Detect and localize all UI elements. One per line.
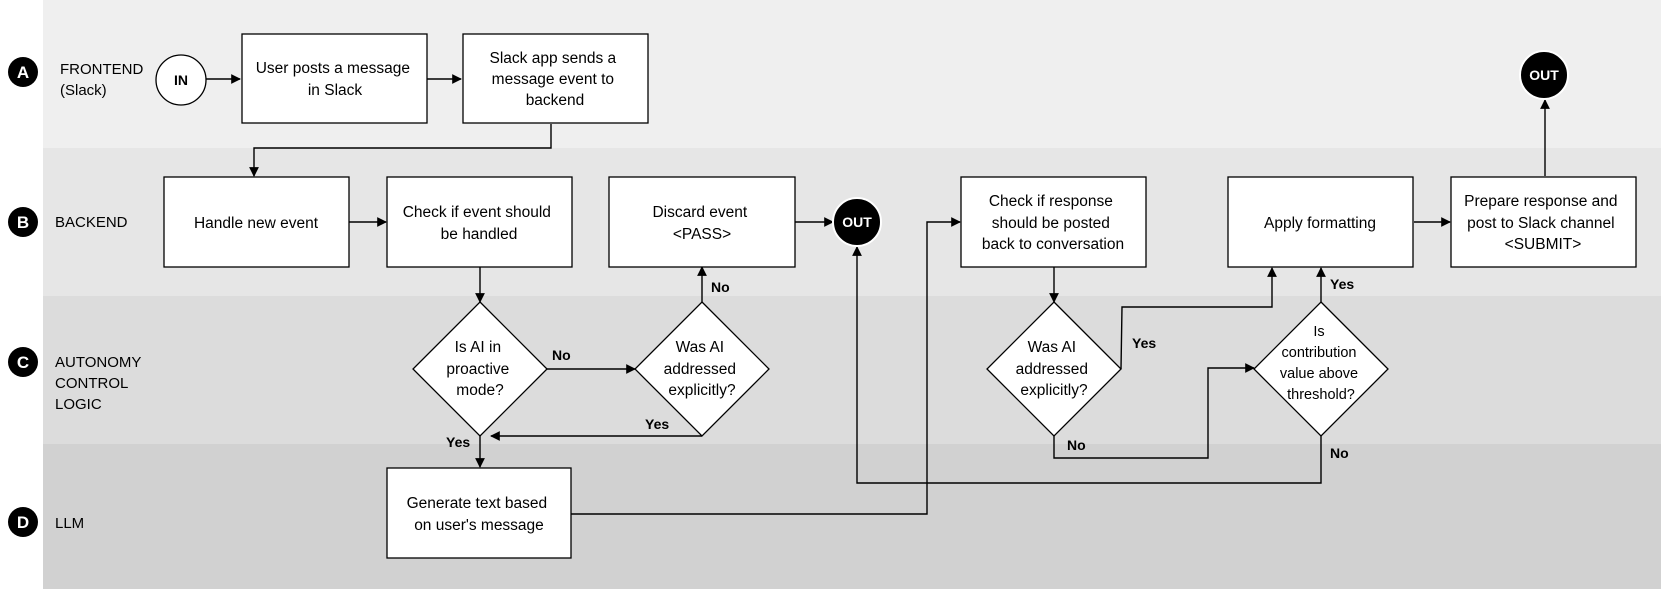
edges: [206, 74, 1550, 515]
lane-badge-d: D: [8, 507, 38, 537]
svg-text:Check if event should be: Check if event should be handled: [403, 204, 556, 243]
lane-llm-bg: [43, 444, 1661, 589]
svg-text:User posts a message in: User posts a message in Slack: [256, 60, 415, 99]
lane-badge-a: A: [8, 57, 38, 87]
svg-text:C: C: [17, 353, 29, 372]
svg-text:Discard event <PASS>: Discard event <PASS>: [652, 204, 751, 243]
process-slack-sends: Slack app sends a message event to backe…: [462, 33, 649, 124]
terminal-out-discard: OUT: [832, 197, 882, 247]
label-proactive-no: No: [552, 347, 571, 363]
svg-text:OUT: OUT: [1529, 67, 1559, 83]
svg-text:Was AI addressed e: Was AI addressed explicitly?: [1016, 339, 1093, 399]
edge-generate-to-check-response: [571, 217, 961, 515]
svg-text:B: B: [17, 213, 29, 232]
edge-addressed2-yes-to-formatting: [1120, 267, 1277, 370]
svg-text:Prepare response and pos: Prepare response and post to Slack chann…: [1464, 193, 1622, 253]
svg-text:Is contribution va: Is contribution value above threshold?: [1280, 324, 1362, 403]
label-addressed1-yes: Yes: [645, 416, 669, 432]
decision-addressed-1: Was AI addressed explicitly?: [634, 301, 770, 437]
decision-contribution: Is contribution value above threshold?: [1253, 301, 1389, 437]
terminal-out-submit: OUT: [1519, 50, 1569, 100]
svg-text:Slack app sends a messag: Slack app sends a message event to backe…: [490, 50, 621, 109]
process-handle-event: Handle new event: [163, 176, 350, 268]
lane-label-autonomy: AUTONOMY CONTROL LOGIC: [55, 354, 145, 413]
decision-proactive: Is AI in proactive mode?: [412, 301, 548, 437]
svg-text:Is AI in proactive: Is AI in proactive mode?: [446, 339, 513, 399]
lane-badge-b: B: [8, 207, 38, 237]
edge-addressed2-no-to-contribution: [1053, 363, 1255, 459]
lane-badge-c: C: [8, 347, 38, 377]
process-prepare-response: Prepare response and post to Slack chann…: [1450, 176, 1637, 268]
svg-text:A: A: [17, 63, 29, 82]
label-contribution-yes: Yes: [1330, 276, 1354, 292]
svg-text:IN: IN: [174, 72, 188, 88]
label-proactive-yes: Yes: [446, 434, 470, 450]
lane-label-llm: LLM: [55, 515, 84, 532]
lane-autonomy-bg: [43, 296, 1661, 444]
label-addressed2-no: No: [1067, 437, 1086, 453]
process-check-response: Check if response should be posted back …: [960, 176, 1147, 268]
lane-label-frontend: FRONTEND (Slack): [60, 61, 148, 99]
terminal-in: IN: [155, 54, 207, 106]
process-apply-formatting: Apply formatting: [1227, 176, 1414, 268]
process-user-posts: User posts a message in Slack: [241, 33, 428, 124]
svg-text:Generate text based on u: Generate text based on user's message: [407, 495, 552, 534]
svg-text:Apply formatting: Apply formatting: [1264, 215, 1376, 232]
process-check-handled: Check if event should be handled: [386, 176, 573, 268]
lane-label-backend: BACKEND: [55, 214, 128, 231]
decision-addressed-2: Was AI addressed explicitly?: [986, 301, 1122, 437]
process-discard-event: Discard event <PASS>: [608, 176, 796, 268]
svg-text:D: D: [17, 513, 29, 532]
label-addressed1-no: No: [711, 279, 730, 295]
svg-text:Handle new event: Handle new event: [194, 215, 319, 232]
label-contribution-no: No: [1330, 445, 1349, 461]
edge-contribution-no-to-out: [852, 246, 1322, 484]
label-addressed2-yes: Yes: [1132, 335, 1156, 351]
svg-text:Check if response should: Check if response should be posted back …: [982, 193, 1124, 253]
process-generate-text: Generate text based on user's message: [386, 467, 572, 559]
svg-text:Was AI addressed e: Was AI addressed explicitly?: [664, 339, 741, 399]
svg-text:OUT: OUT: [842, 214, 872, 230]
edge-slack-sends-to-handle-event: [249, 124, 552, 177]
